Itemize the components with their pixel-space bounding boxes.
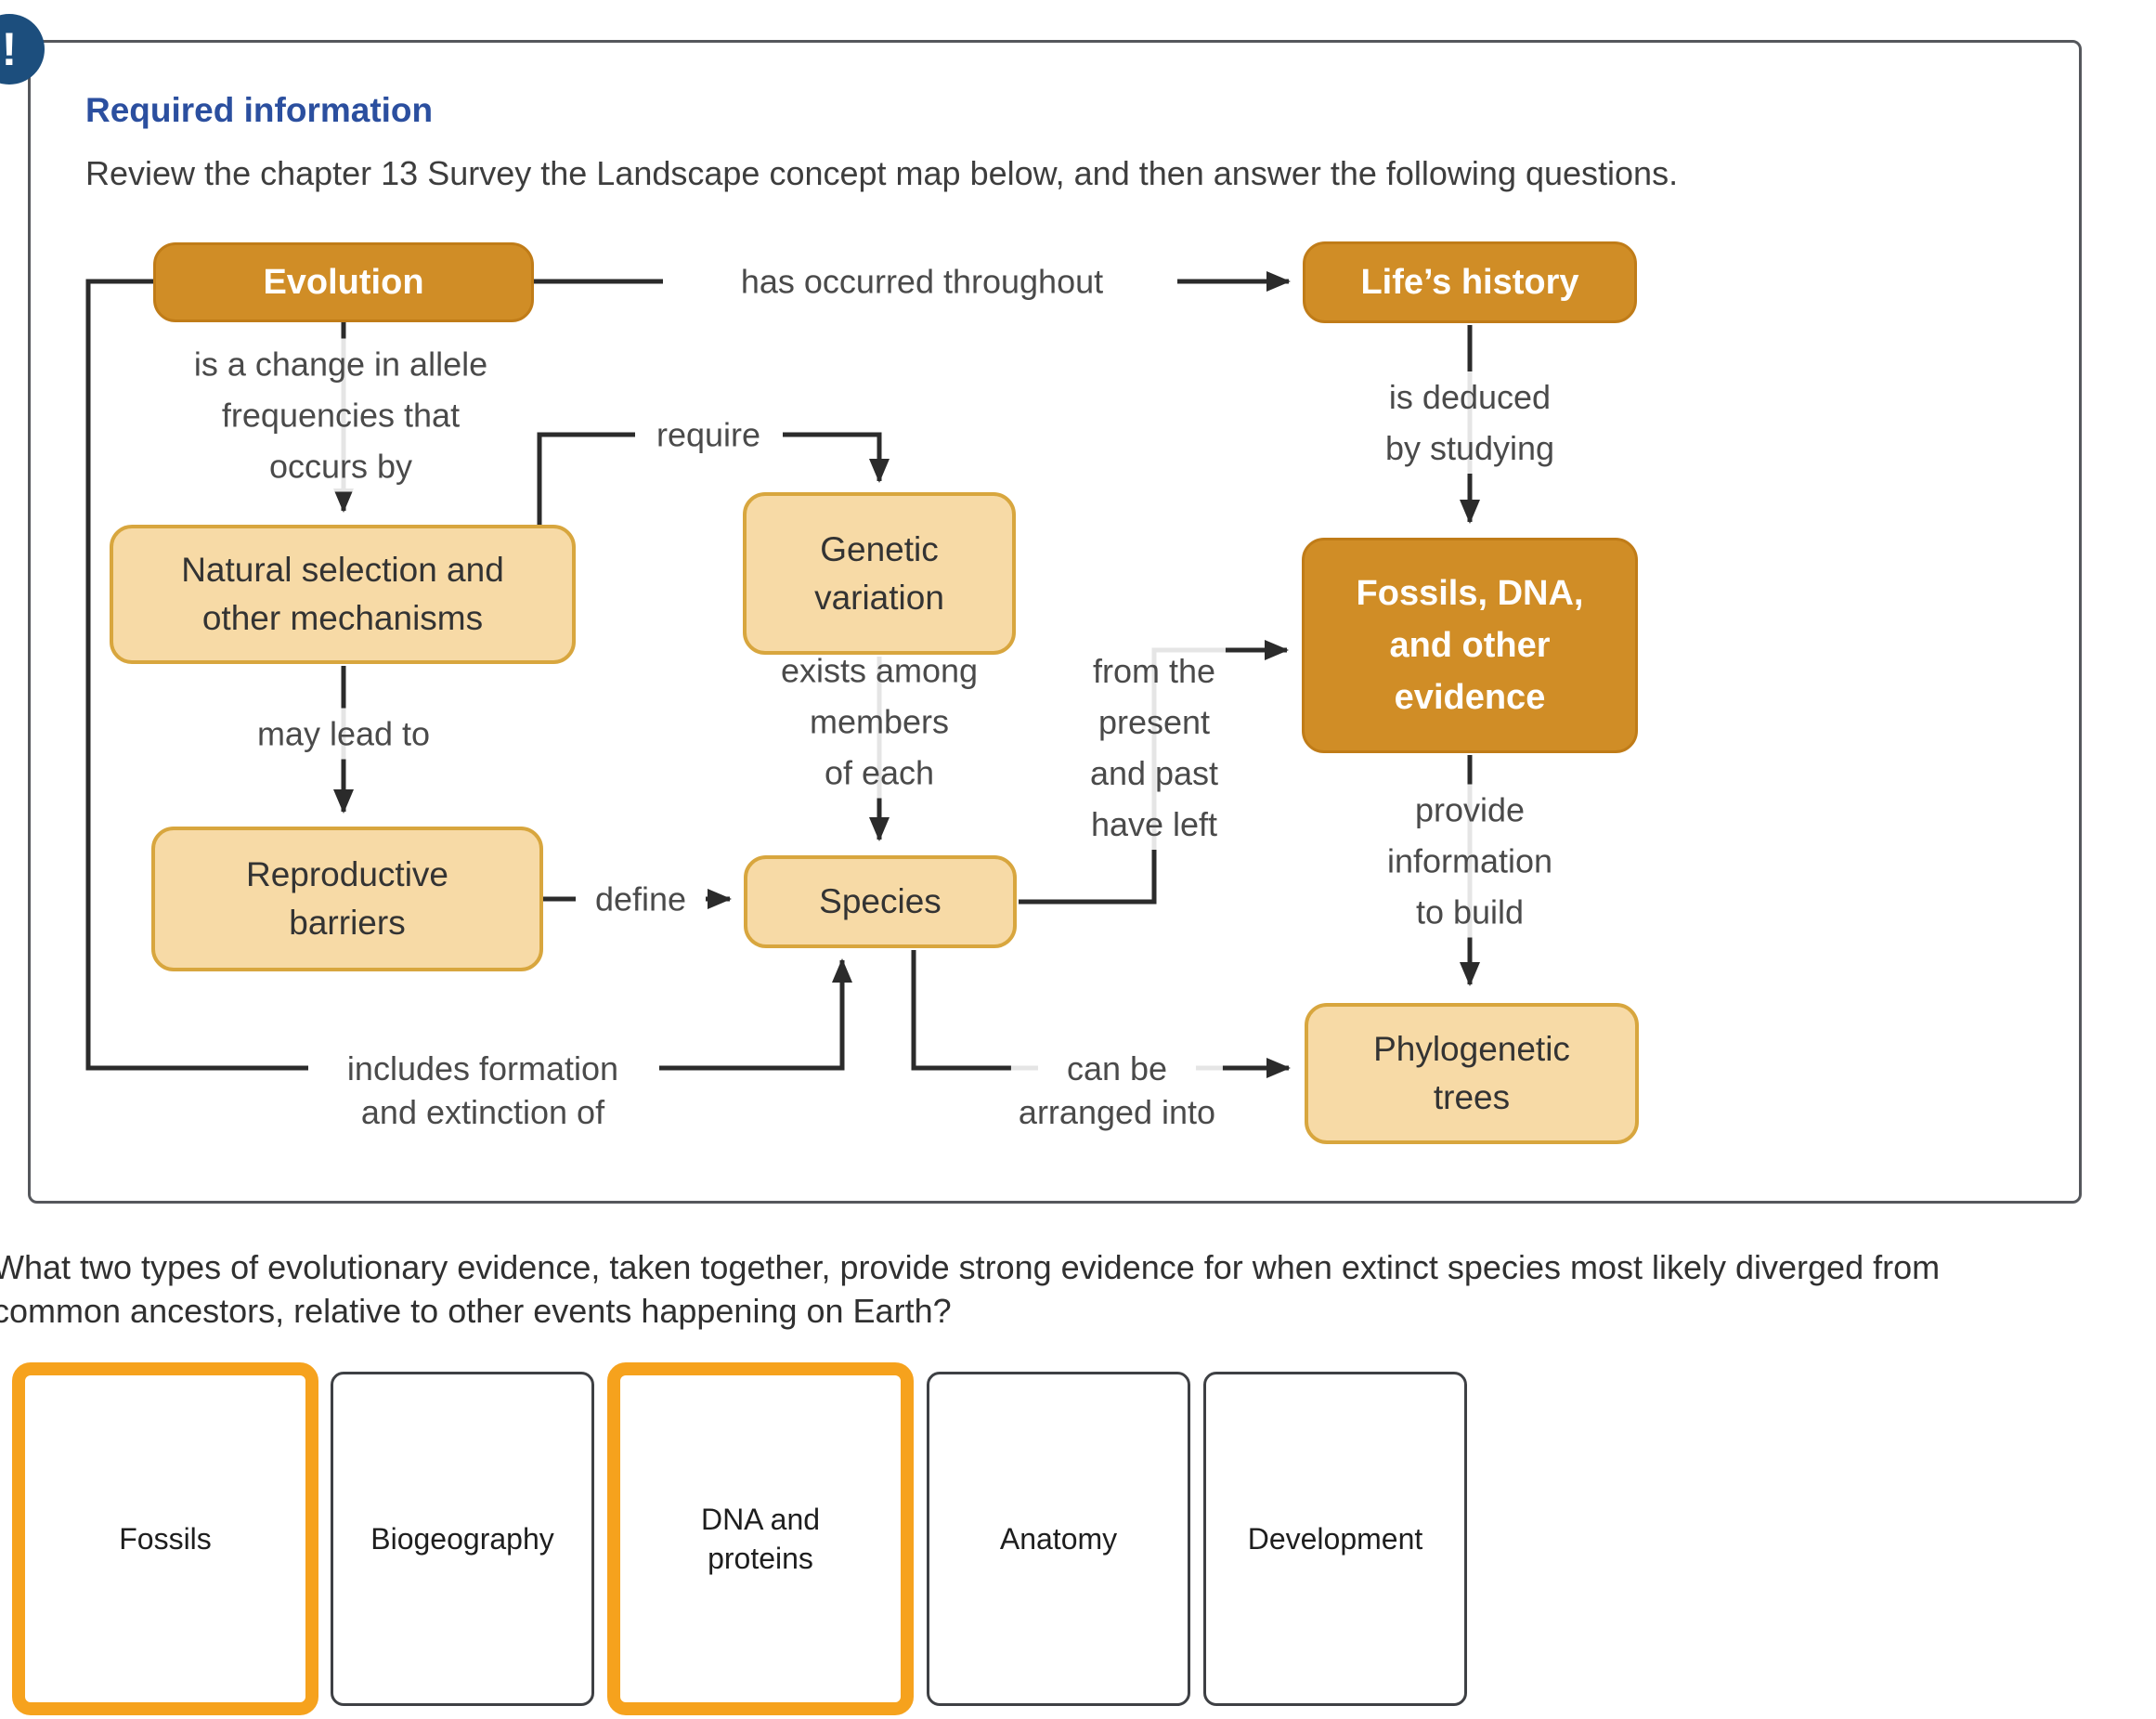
node-label: Fossils, DNA, — [1356, 574, 1584, 613]
answer-card-anatomy[interactable]: Anatomy — [927, 1372, 1190, 1706]
edge-label-define: define — [587, 873, 695, 925]
node-label: Reproductive — [245, 855, 448, 893]
required-information-heading: Required information — [85, 91, 434, 129]
node-label: barriers — [289, 904, 406, 942]
node-evolution: Evolution — [153, 242, 534, 322]
node-genetic-variation: Genetic variation — [743, 492, 1016, 655]
node-label: Natural selection and — [181, 551, 504, 589]
node-lifes-history: Life’s history — [1303, 241, 1637, 323]
edge-require-to-genetic-variation — [783, 432, 890, 483]
answer-card-label: Fossils — [119, 1522, 212, 1556]
edge-label-exists-among: exists among members of each — [773, 645, 986, 799]
answer-card-dna-and-proteins[interactable]: DNA and proteins — [607, 1362, 914, 1715]
node-label: Species — [819, 882, 942, 920]
node-label: Evolution — [263, 263, 424, 302]
edge-includes-to-species — [659, 958, 852, 1071]
node-phylogenetic-trees: Phylogenetic trees — [1305, 1003, 1639, 1144]
node-label: variation — [814, 578, 944, 617]
node-label: trees — [1433, 1078, 1511, 1116]
question-line: What two types of evolutionary evidence,… — [0, 1248, 1941, 1286]
node-label: evidence — [1394, 678, 1546, 717]
node-label: other mechanisms — [201, 599, 484, 637]
answer-card-development[interactable]: Development — [1203, 1372, 1467, 1706]
node-natural-selection: Natural selection and other mechanisms — [110, 525, 576, 664]
instructions-text: Review the chapter 13 Survey the Landsca… — [85, 154, 1679, 192]
edge-label-from-the-present: from the present and past have left — [1082, 645, 1227, 850]
edge-label-has-occurred-throughout: has occurred throughout — [733, 255, 1111, 307]
answer-card-label: Development — [1247, 1522, 1423, 1556]
exclamation-icon: ! — [1, 23, 18, 75]
edge-evolution-left-rail — [85, 279, 308, 1071]
answer-card-label: Biogeography — [370, 1522, 554, 1556]
question-line: common ancestors, relative to other even… — [0, 1292, 952, 1330]
node-label: and other — [1389, 626, 1551, 665]
answer-card-fossils[interactable]: Fossils — [12, 1362, 318, 1715]
answer-card-label: DNA and — [700, 1503, 821, 1536]
node-fossils-dna-evidence: Fossils, DNA, and other evidence — [1302, 538, 1638, 753]
answer-card-label: proteins — [708, 1542, 813, 1575]
answer-card-label: Anatomy — [999, 1522, 1118, 1556]
edge-label-includes-formation: includes formation and extinction of — [339, 1047, 627, 1134]
node-label: Life’s history — [1360, 263, 1579, 302]
node-reproductive-barriers: Reproductive barriers — [151, 827, 543, 971]
answer-card-biogeography[interactable]: Biogeography — [331, 1372, 594, 1706]
edge-label-may-lead-to: may lead to — [249, 708, 438, 760]
edge-species-to-can-be — [911, 950, 1038, 1071]
node-label: Phylogenetic — [1373, 1030, 1570, 1068]
node-species: Species — [744, 855, 1017, 948]
edge-label-provide-information: provide information to build — [1379, 784, 1561, 938]
edge-label-require: require — [648, 409, 769, 461]
question-text: What two types of evolutionary evidence,… — [0, 1245, 1940, 1333]
edge-label-is-deduced: is deduced by studying — [1377, 371, 1563, 474]
edge-label-is-a-change: is a change in allele frequencies that o… — [186, 338, 496, 492]
edge-label-can-be-arranged: can be arranged into — [1010, 1047, 1224, 1134]
edge-require-left-bracket — [537, 432, 635, 527]
node-label: Genetic — [820, 529, 939, 568]
